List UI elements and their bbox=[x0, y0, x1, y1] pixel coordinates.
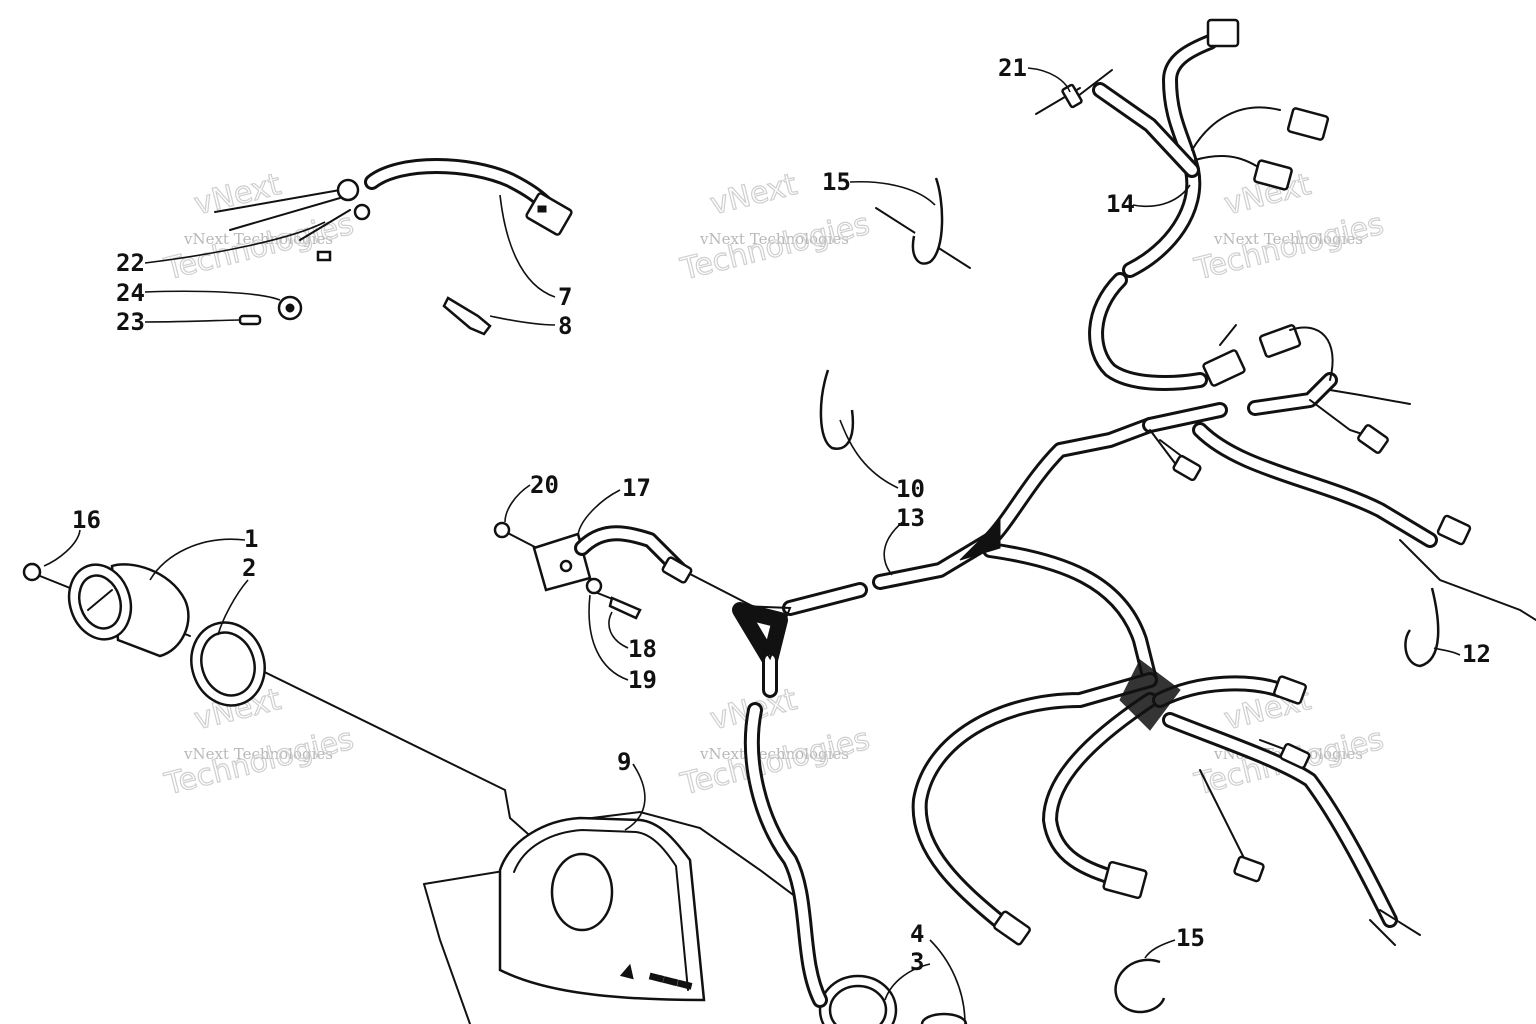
callout-9: 9 bbox=[617, 748, 631, 776]
watermark-bottom-left: vNext vNext Technologies Technologies bbox=[160, 681, 358, 803]
part-15-clip-bottom bbox=[1114, 958, 1166, 1014]
part-19-washer bbox=[585, 577, 603, 595]
watermark-text: vNext Technologies bbox=[699, 745, 849, 763]
connector bbox=[1258, 324, 1302, 358]
part-20-nut bbox=[493, 521, 511, 539]
connector bbox=[1202, 349, 1246, 387]
watermark-brand: vNext bbox=[707, 167, 801, 222]
part-8-terminal bbox=[442, 296, 492, 336]
connector bbox=[661, 556, 693, 584]
part-12-clip bbox=[1404, 587, 1440, 668]
part-7-harness bbox=[214, 158, 573, 241]
part-15-clip-top bbox=[911, 177, 944, 265]
part-9-dash-panel: ▲ ▬▬▬ bbox=[423, 810, 801, 1024]
connector bbox=[1172, 454, 1202, 482]
callout-1: 1 bbox=[244, 525, 258, 553]
callout-17: 17 bbox=[622, 474, 651, 502]
callout-3: 3 bbox=[910, 948, 924, 976]
callout-8: 8 bbox=[558, 312, 572, 340]
callout-14: 14 bbox=[1106, 190, 1135, 218]
callout-19: 19 bbox=[628, 666, 657, 694]
connector bbox=[1273, 675, 1307, 705]
callout-15-bottom: 15 bbox=[1176, 924, 1205, 952]
watermark-top-left: vNext vNext Technologies Technologies bbox=[160, 166, 358, 288]
part-22-terminal bbox=[316, 250, 332, 262]
gauge-assembly bbox=[22, 562, 581, 881]
watermark-technologies: Technologies bbox=[677, 722, 873, 803]
callout-23: 23 bbox=[116, 308, 145, 336]
connector bbox=[1102, 860, 1148, 900]
watermark-technologies: Technologies bbox=[161, 722, 357, 803]
part-18-screw bbox=[608, 596, 642, 620]
callout-7: 7 bbox=[558, 283, 572, 311]
watermark-brand: vNext bbox=[191, 167, 285, 222]
part-16-screw bbox=[22, 562, 42, 582]
watermark-technologies: Technologies bbox=[161, 207, 357, 288]
part-13-main-harness bbox=[732, 324, 1536, 1008]
part-4-ring bbox=[920, 1012, 968, 1024]
connector bbox=[1357, 424, 1389, 454]
callout-18: 18 bbox=[628, 635, 657, 663]
connector bbox=[993, 910, 1031, 946]
connector bbox=[1286, 107, 1330, 141]
small-parts-top-left bbox=[238, 250, 492, 336]
callout-16: 16 bbox=[72, 506, 101, 534]
watermark-text: vNext Technologies bbox=[183, 745, 333, 763]
mount-assembly bbox=[493, 521, 761, 620]
connector bbox=[1436, 514, 1472, 546]
part-14-harness bbox=[1088, 18, 1330, 391]
connector bbox=[1253, 159, 1293, 191]
callout-labels: 1 2 3 4 7 8 9 10 12 13 14 15 15 16 17 18… bbox=[72, 54, 1491, 976]
watermark-technologies: Technologies bbox=[1191, 207, 1387, 288]
callout-24: 24 bbox=[116, 279, 145, 307]
callout-12: 12 bbox=[1462, 640, 1491, 668]
callout-21: 21 bbox=[998, 54, 1027, 82]
watermark-text: vNext Technologies bbox=[1213, 230, 1363, 248]
gauge-opening bbox=[550, 852, 614, 932]
part-1-gauge-body bbox=[110, 563, 190, 658]
callout-13: 13 bbox=[896, 504, 925, 532]
watermark-group: vNext vNext Technologies Technologies vN… bbox=[160, 166, 1388, 803]
watermark-technologies: Technologies bbox=[677, 207, 873, 288]
connector bbox=[1279, 742, 1311, 770]
connector bbox=[1233, 855, 1265, 883]
watermark-text: vNext Technologies bbox=[183, 230, 333, 248]
callout-4: 4 bbox=[910, 920, 924, 948]
part-10-clip bbox=[819, 369, 855, 450]
callout-2: 2 bbox=[242, 554, 256, 582]
clip-parts bbox=[819, 177, 1440, 1014]
callout-22: 22 bbox=[116, 249, 145, 277]
callout-10: 10 bbox=[896, 475, 925, 503]
watermark-text: vNext Technologies bbox=[699, 230, 849, 248]
callout-20: 20 bbox=[530, 471, 559, 499]
part-23-bulb bbox=[238, 314, 262, 326]
callout-15-top: 15 bbox=[822, 168, 851, 196]
connector bbox=[1206, 18, 1240, 48]
leader-lines bbox=[43, 67, 1461, 1024]
watermark-bottom-center: vNext vNext Technologies Technologies bbox=[676, 681, 874, 803]
parts-3-4-rings bbox=[818, 974, 968, 1024]
